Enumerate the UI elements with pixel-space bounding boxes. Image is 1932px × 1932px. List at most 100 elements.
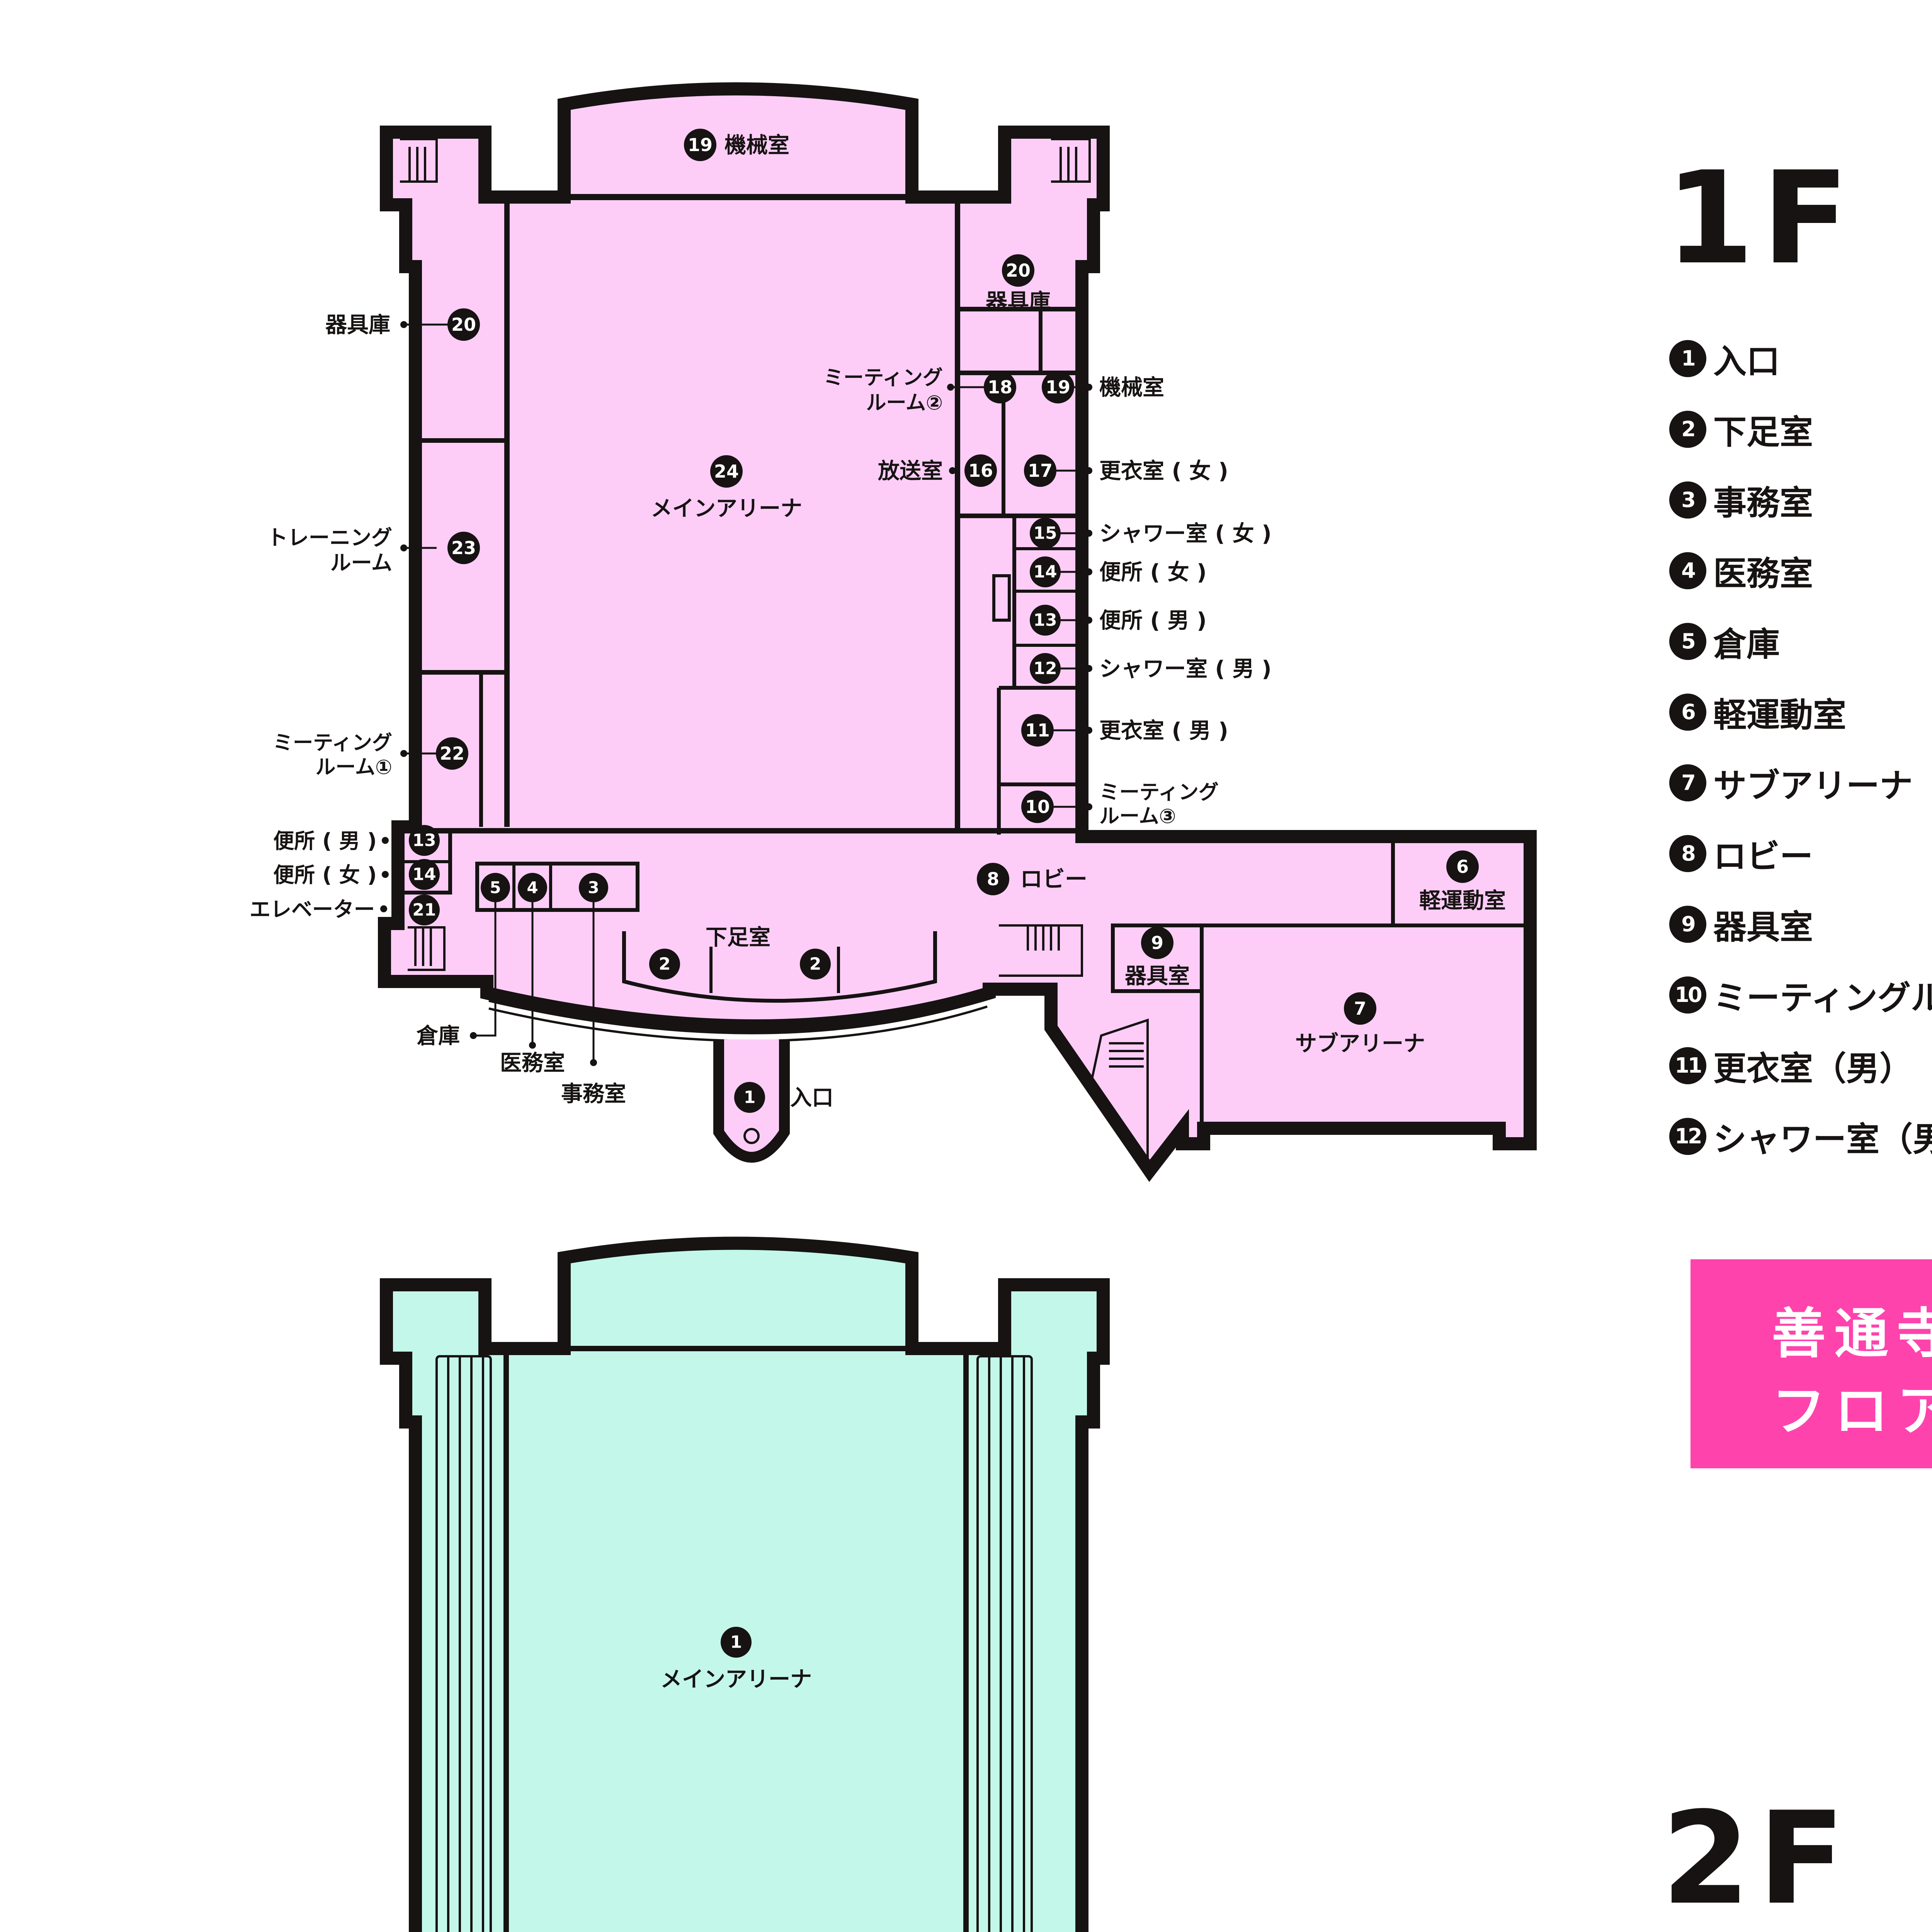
room-13-right-marker[interactable]: 13 便所 ( 男 ) [1030, 605, 1207, 636]
room-label: 更衣室 ( 女 ) [1099, 459, 1228, 484]
room-11-marker[interactable]: 11 更衣室 ( 男 ) [1021, 714, 1228, 747]
wall [992, 574, 1011, 622]
legend-label: 器具室 [1713, 908, 1813, 947]
room-9-marker[interactable]: 9 器具室 [1125, 927, 1190, 989]
room-2f-1-marker[interactable]: 1 メインアリーナ [660, 1627, 812, 1692]
svg-text:4: 4 [527, 878, 538, 897]
room-22-marker[interactable]: 22 ミーティング ルーム① [273, 731, 468, 779]
room-17-marker[interactable]: 17 更衣室 ( 女 ) [1024, 454, 1228, 487]
wall [488, 998, 988, 1034]
room-label: 事務室 [561, 1082, 626, 1107]
legend-label: 入口 [1713, 342, 1780, 381]
room-7-marker[interactable]: 7 サブアリーナ [1295, 992, 1425, 1056]
room-24-marker[interactable]: 24 メインアリーナ [651, 455, 802, 521]
room-label: メインアリーナ [651, 496, 802, 521]
room-5-marker[interactable]: 5 倉庫 [416, 873, 510, 1049]
room-label: 下足室 [706, 925, 770, 950]
room-10-marker[interactable]: 10 ミーティング ルーム③ [1021, 781, 1219, 828]
room-15-marker[interactable]: 15 シャワー室 ( 女 ) [1030, 518, 1272, 549]
number-badge: 5 [1669, 622, 1706, 660]
number-badge: 3 [1669, 481, 1706, 519]
room-label: メインアリーナ [660, 1667, 812, 1692]
legend-label: ロビー [1713, 837, 1813, 876]
room-label: ロビー [1020, 866, 1087, 892]
floor1-heading: 1F [1665, 144, 1857, 293]
number-badge: 12 [1669, 1117, 1706, 1155]
room-2-marker[interactable]: 2 2 下足室 [649, 925, 831, 980]
floor2-outline [380, 1236, 1110, 1932]
room-18-marker[interactable]: 18 ミーティング ルーム② [823, 366, 1016, 415]
room-label: 便所 ( 男 ) [273, 829, 377, 853]
floor2-heading: 2F [1662, 1784, 1853, 1932]
wall [475, 862, 639, 912]
room-23-marker[interactable]: 23 トレーニング ルーム [267, 526, 480, 575]
room-13-left-marker[interactable]: 13 便所 ( 男 ) [273, 825, 440, 856]
room-label: 器具庫 [325, 313, 390, 338]
room-label: 更衣室 ( 男 ) [1099, 718, 1228, 743]
facility-name: 善通寺市民体育館 [1772, 1303, 1932, 1366]
legend-label: シャワー室（男） [1713, 1120, 1932, 1159]
number-badge: 4 [1669, 552, 1706, 589]
room-19-marker[interactable]: 19 機械室 [684, 129, 789, 161]
wall [622, 931, 937, 1003]
room-14-right-marker[interactable]: 14 便所 ( 女 ) [1030, 556, 1207, 587]
room-12-marker[interactable]: 12 シャワー室 ( 男 ) [1030, 653, 1272, 684]
room-20-marker[interactable]: 20 器具庫 [986, 254, 1051, 315]
room-label: ミーティング [823, 366, 943, 389]
room-label: 倉庫 [416, 1024, 460, 1049]
legend-label: 事務室 [1713, 484, 1813, 522]
room-1-marker[interactable]: 1 入口 [734, 1082, 833, 1113]
svg-text:14: 14 [1033, 562, 1057, 582]
svg-text:23: 23 [451, 537, 476, 558]
room-label: 軽運動室 [1419, 888, 1506, 913]
room-label: 器具庫 [986, 289, 1051, 315]
room-20-left-marker[interactable]: 20 器具庫 [325, 308, 480, 341]
svg-text:11: 11 [1025, 720, 1050, 741]
svg-text:16: 16 [968, 460, 993, 481]
title-banner: 善通寺市民体育館 フロアマップ [1690, 1259, 1932, 1468]
room-label: シャワー室 ( 男 ) [1099, 656, 1272, 682]
number-badge: 8 [1669, 835, 1706, 872]
svg-text:21: 21 [412, 900, 436, 920]
room-3-marker[interactable]: 3 事務室 [561, 873, 626, 1107]
room-label: 器具室 [1125, 964, 1190, 989]
room-label: ミーティング [1099, 781, 1219, 804]
room-label: 放送室 [878, 459, 943, 484]
stairs-icon [400, 138, 1149, 1163]
room-label: ルーム③ [1099, 805, 1176, 828]
wall [503, 1349, 969, 1932]
room-16-marker[interactable]: 16 放送室 [878, 454, 997, 487]
number-badge: 7 [1669, 764, 1706, 801]
number-badge: 9 [1669, 905, 1706, 943]
svg-text:12: 12 [1033, 659, 1057, 679]
number-badge: 10 [1669, 976, 1706, 1014]
room-label: 医務室 [500, 1051, 565, 1076]
legend-label: 医務室 [1713, 554, 1813, 593]
legend-label: サブアリーナ [1713, 767, 1913, 805]
room-19-side-marker[interactable]: 19 機械室 [1042, 371, 1164, 403]
svg-text:18: 18 [988, 377, 1012, 398]
svg-text:1: 1 [730, 1633, 742, 1652]
room-6-marker[interactable]: 6 軽運動室 [1419, 850, 1506, 913]
room-4-marker[interactable]: 4 医務室 [500, 873, 565, 1076]
number-badge: 6 [1669, 693, 1706, 731]
svg-text:14: 14 [412, 865, 436, 884]
legend-label: 更衣室（男） [1713, 1049, 1913, 1088]
floor-map-title: フロアマップ [1772, 1380, 1932, 1443]
room-21-marker[interactable]: 21 エレベーター [250, 895, 440, 925]
room-8-marker[interactable]: 8 ロビー [977, 863, 1087, 895]
svg-text:19: 19 [1046, 377, 1070, 398]
svg-text:13: 13 [1033, 611, 1057, 630]
svg-text:15: 15 [1033, 524, 1057, 543]
svg-text:7: 7 [1354, 998, 1366, 1019]
room-label: ルーム② [866, 391, 943, 415]
svg-text:10: 10 [1025, 796, 1050, 817]
svg-text:20: 20 [451, 314, 476, 335]
svg-text:9: 9 [1151, 932, 1163, 953]
room-14-left-marker[interactable]: 14 便所 ( 女 ) [273, 859, 440, 890]
